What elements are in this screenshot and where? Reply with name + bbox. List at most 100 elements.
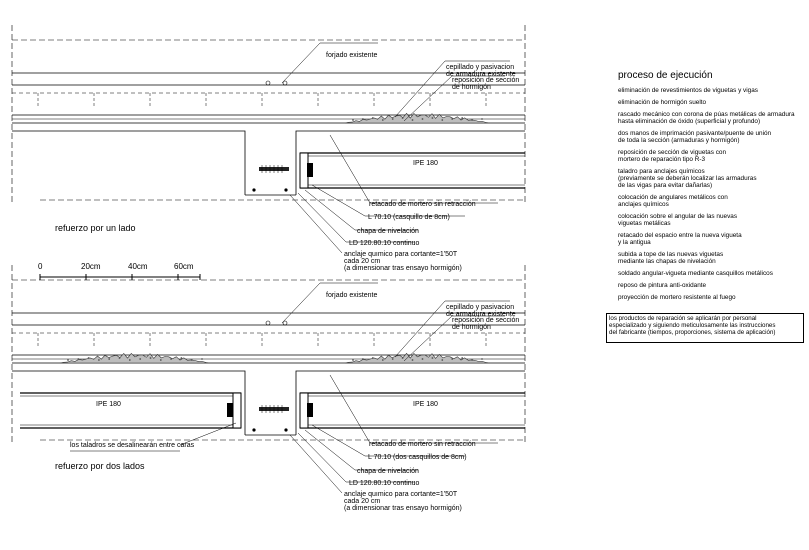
d1-label-reposicion: reposición de sección de hormigón	[452, 77, 520, 91]
d1-rebar	[284, 188, 288, 192]
d1-repair-mortar-right-grain	[481, 118, 483, 120]
d1-label-retacado: retacado de mortero sin retracción	[369, 201, 476, 208]
d1-beam-left-edge	[12, 130, 246, 195]
d1-repair-mortar-right-grain	[441, 119, 444, 121]
d2-repair-mortar-left-grain	[170, 358, 173, 360]
d1-repair-mortar-right-grain	[411, 119, 414, 121]
d1-rebar	[282, 80, 288, 86]
process-step: colocación sobre el angular de las nueva…	[618, 213, 738, 227]
d2-label-ipe-right: IPE 180	[413, 401, 438, 408]
process-step: reposo de pintura anti-oxidante	[618, 282, 707, 289]
d2-leader-retacado	[329, 374, 371, 444]
d2-repair-mortar-left-grain	[190, 359, 193, 361]
d2-rebar	[284, 428, 288, 432]
d1-leader-chapa	[304, 189, 356, 231]
process-step: colocación de angulares metálicos con an…	[618, 194, 728, 208]
d2-repair-mortar-right-grain	[431, 357, 434, 359]
d2-repair-mortar-right-grain	[441, 359, 444, 361]
d2-repair-mortar-right-grain	[362, 358, 364, 360]
d2-repair-mortar-right-grain	[481, 358, 483, 360]
d2-label-ld: LD 120.80.10 continuo	[349, 480, 420, 487]
d2-repair-mortar-left-grain	[118, 357, 121, 359]
d1-repair-mortar-right-grain	[401, 117, 404, 119]
d2-leader-chapa	[304, 429, 356, 471]
d1-leader-angular	[311, 184, 366, 217]
scale-tick-0: 0	[38, 262, 43, 271]
d2-repair-mortar-left	[59, 352, 211, 364]
d1-label-anclaje: anclaje quımico para cortante=1'50T cada…	[344, 251, 462, 272]
d2-repair-mortar-right-grain	[451, 358, 454, 360]
process-step-list: eliminación de revestimientos de vigueta…	[618, 87, 808, 301]
d1-rebar	[252, 188, 256, 192]
process-step: rascado mecánico con corona de púas metá…	[618, 111, 795, 125]
d2-repair-mortar-right-grain	[401, 357, 404, 359]
d2-angle-stiffener-right	[307, 403, 313, 417]
d2-leader-anclaje	[289, 434, 343, 494]
d2-repair-mortar-left-grain	[87, 357, 90, 359]
d1-leader-forjado	[281, 42, 321, 84]
d1-repair-mortar-right-grain	[391, 118, 394, 120]
d2-repair-mortar-left-grain	[201, 358, 203, 360]
d2-leader-angular	[311, 424, 366, 457]
d1-label-chapa: chapa de nivelación	[357, 228, 419, 235]
scale-tick-40: 40cm	[128, 262, 148, 271]
d2-repair-mortar-left-grain	[128, 359, 131, 361]
process-step: subida a tope de las nuevas viguetas med…	[618, 251, 724, 265]
d1-repair-mortar-right-grain	[381, 119, 384, 121]
d2-repair-mortar-right-grain	[391, 358, 394, 360]
process-step: taladro para anclajes químicos (previame…	[618, 168, 757, 189]
d1-label-angular: L 70.10 (casquillo de 8cm)	[368, 214, 450, 221]
d1-repair-mortar-right-grain	[352, 119, 354, 121]
d2-repair-mortar-left-grain	[139, 358, 142, 360]
d1-label-ld: LD 120.80.10 continuo	[349, 240, 420, 247]
d2-label-ipe-left: IPE 180	[96, 401, 121, 408]
d2-repair-mortar-left-grain	[67, 359, 69, 361]
scale-tick-20: 20cm	[81, 262, 101, 271]
d1-repair-mortar-right-grain	[471, 119, 473, 121]
d2-rebar	[265, 320, 271, 326]
d2-repair-mortar-left-grain	[149, 357, 152, 359]
d2-repair-mortar-right-grain	[421, 358, 424, 360]
d2-angle-right	[299, 392, 309, 429]
d2-leader-cepillado	[394, 300, 446, 358]
d1-angle-stiffener-right	[307, 163, 313, 177]
process-step: eliminación de hormigón suelto	[618, 99, 707, 106]
d2-beam-left-edge	[12, 370, 246, 435]
d2-rebar	[252, 428, 256, 432]
d2-repair-mortar-left-grain	[159, 359, 162, 361]
d2-label-forjado: forjado existente	[326, 292, 378, 299]
d1-angle-right	[299, 152, 309, 189]
d2-beam-right-edge	[295, 370, 525, 435]
process-step: proyección de mortero resistente al fueg…	[618, 294, 736, 301]
process-step: dos manos de imprimación pasivante/puent…	[618, 130, 772, 144]
d1-leader-anclaje	[289, 194, 343, 254]
d2-label-anclaje: anclaje quımico para cortante=1'50T cada…	[344, 491, 462, 512]
d2-leader-forjado	[281, 282, 321, 324]
d2-label-angular: L 70.10 (dos casquillos de 8cm)	[368, 454, 467, 461]
d1-repair-mortar-right-grain	[421, 118, 424, 120]
process-step: soldado angular-vigueta mediante casquil…	[618, 270, 773, 277]
d1-leader-retacado	[329, 134, 371, 204]
d2-repair-mortar-right-grain	[371, 357, 374, 359]
d2-label-reposicion: reposición de sección de hormigón	[452, 317, 520, 331]
d2-leader-taladros	[179, 422, 237, 446]
d1-rebar	[265, 80, 271, 86]
d1-leader-cepillado	[394, 60, 446, 118]
d1-leader-ld	[297, 192, 347, 243]
d1-leader-reposicion	[403, 75, 453, 122]
d2-repair-mortar-right-grain	[352, 359, 354, 361]
d2-rebar	[282, 320, 288, 326]
d2-leader-ld	[297, 432, 347, 483]
scale-tick-60: 60cm	[174, 262, 194, 271]
detail-two-sides-title: refuerzo por dos lados	[55, 461, 145, 471]
detail-one-side-title: refuerzo por un lado	[55, 223, 136, 233]
d1-repair-mortar-right-grain	[362, 118, 364, 120]
process-step: eliminación de revestimientos de vigueta…	[618, 87, 758, 94]
process-note-box: los productos de reparación se aplicarán…	[606, 313, 804, 343]
d2-repair-mortar-right-grain	[471, 359, 473, 361]
d2-repair-mortar-left-grain	[98, 359, 100, 361]
d1-repair-mortar-right-grain	[371, 117, 374, 119]
d1-beam-right-edge	[295, 130, 525, 195]
d2-angle-left	[232, 392, 242, 429]
